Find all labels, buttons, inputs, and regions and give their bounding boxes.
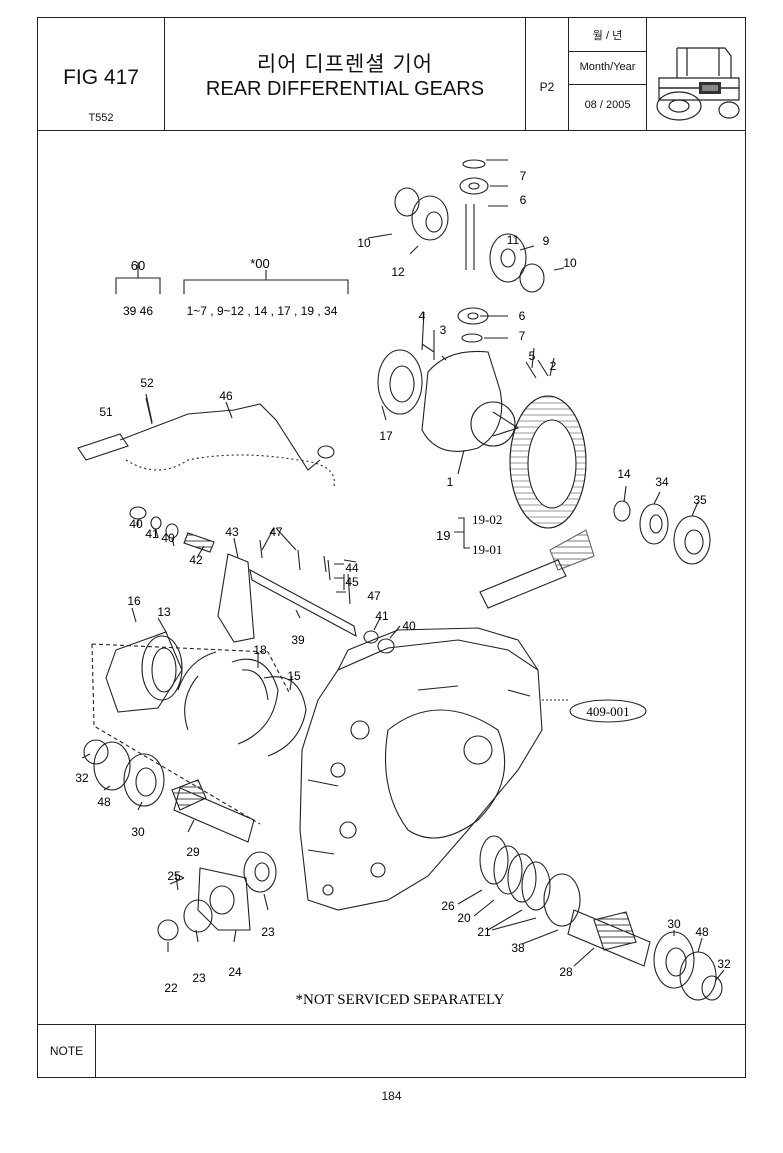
callout-24: 24 [228,965,242,979]
callout-46: 46 [219,389,233,403]
group-19-01-label: 19-01 [472,542,502,557]
group-60-label: 60 [131,258,145,273]
callout-14: 14 [617,467,631,481]
callout-9: 9 [543,234,550,248]
date-label-korean: 월 / 년 [592,30,623,42]
callout-12: 12 [391,265,405,279]
callout-47: 47 [269,525,283,539]
callout-48: 48 [695,925,709,939]
callout-39: 39 [291,633,305,647]
callout-45: 45 [345,575,359,589]
callout-10: 10 [357,236,371,250]
title-korean: 리어 디프렌셜 기어 [256,53,434,76]
callout-48: 48 [97,795,111,809]
diagram-canvas: 60 39 46 *00 1~7 , 9~12 , 14 , 17 , 19 ,… [75,159,731,1008]
callout-7: 7 [520,169,527,183]
figure-cell: FIG 417 T552 [38,18,165,130]
group-19-label: 19 [436,528,450,543]
page-code: P2 [539,80,555,94]
callout-1: 1 [447,475,454,489]
callout-23: 23 [192,971,206,985]
note-row: NOTE [38,1024,745,1077]
group-60-members: 39 46 [123,304,153,318]
callout-17: 17 [379,429,393,443]
page-code-cell: P2 [526,18,569,130]
callout-40: 40 [161,531,175,545]
callout-29: 29 [186,845,200,859]
page-number: 184 [381,1089,402,1103]
date-value: 08 / 2005 [584,99,631,111]
housing-ref-oval [569,699,647,723]
callout-35: 35 [693,493,707,507]
callout-41: 41 [375,609,389,623]
date-divider [569,51,646,52]
callout-21: 21 [477,925,491,939]
callout-34: 34 [655,475,669,489]
group-19-02-label: 19-02 [472,512,502,527]
callout-43: 43 [225,525,239,539]
callout-22: 22 [164,981,178,995]
callout-30: 30 [667,917,681,931]
title-block: FIG 417 T552 리어 디프렌셜 기어 REAR DIFFERENTIA… [38,18,745,131]
callout-32: 32 [717,957,731,971]
callout-41: 41 [145,527,159,541]
date-cell: 월 / 년 Month/Year 08 / 2005 [569,18,647,130]
callout-52: 52 [140,376,154,390]
callout-32: 32 [75,771,89,785]
date-label-english: Month/Year [579,61,636,73]
group-00-members: 1~7 , 9~12 , 14 , 17 , 19 , 34 [187,304,338,318]
callout-6: 6 [519,309,526,323]
tractor-icon [656,47,740,121]
callout-7: 7 [519,329,526,343]
callout-18: 18 [253,643,267,657]
footnote: *NOT SERVICED SEPARATELY [296,992,505,1008]
callout-16: 16 [127,594,141,608]
callout-40: 40 [402,619,416,633]
callout-15: 15 [287,669,301,683]
callout-2: 2 [550,359,557,373]
callout-3: 3 [440,323,447,337]
parts-sheet: FIG 417 T552 리어 디프렌셜 기어 REAR DIFFERENTIA… [37,17,746,1078]
title-cell: 리어 디프렌셜 기어 REAR DIFFERENTIAL GEARS [165,18,526,130]
callout-4: 4 [419,309,426,323]
callout-44: 44 [345,561,359,575]
note-label: NOTE [38,1025,96,1077]
callout-51: 51 [99,405,113,419]
date-divider [569,84,646,85]
callout-28: 28 [559,965,573,979]
callout-38: 38 [511,941,525,955]
figure-number: FIG 417 [63,66,139,89]
callout-30: 30 [131,825,145,839]
callout-26: 26 [441,899,455,913]
callout-5: 5 [529,349,536,363]
callout-25: 25 [167,869,181,883]
group-00-label: *00 [250,256,270,271]
callout-20: 20 [457,911,471,925]
callout-47: 47 [367,589,381,603]
callout-13: 13 [157,605,171,619]
title-english: REAR DIFFERENTIAL GEARS [205,78,485,100]
model-code: T552 [88,112,114,124]
callout-42: 42 [189,553,203,567]
housing-ref-label: 409-001 [586,704,629,719]
callout-10: 10 [563,256,577,270]
callout-40: 40 [129,517,143,531]
tractor-logo-cell [647,18,747,130]
callout-23: 23 [261,925,275,939]
callout-6: 6 [520,193,527,207]
exploded-diagram: 60 39 46 *00 1~7 , 9~12 , 14 , 17 , 19 ,… [38,130,745,1026]
callout-11: 11 [507,233,520,247]
